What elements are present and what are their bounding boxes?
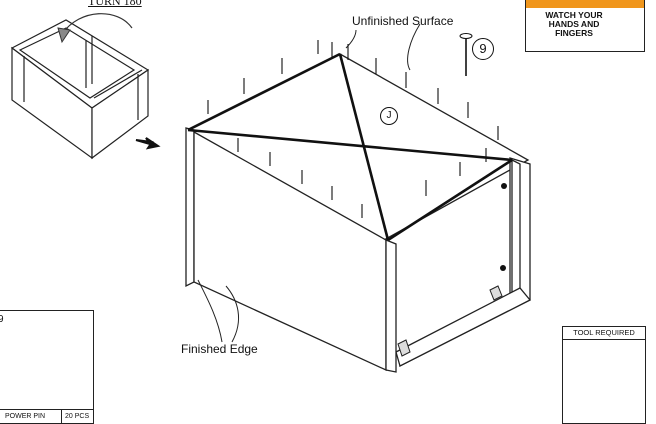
- warning-text: WATCH YOUR HANDS AND FINGERS: [545, 10, 603, 38]
- part-j-callout: J: [380, 107, 398, 125]
- finished-edge-label: Finished Edge: [181, 342, 258, 356]
- parts-number: 9: [0, 314, 4, 325]
- rotate-arrow-head-icon: [57, 27, 71, 44]
- unfinished-surface-label: Unfinished Surface: [352, 14, 454, 28]
- turn-label: TURN 180: [88, 0, 142, 8]
- diagonal-lines: [187, 52, 513, 242]
- power-pin-icon: [459, 33, 473, 76]
- bracket-icon: [397, 285, 503, 357]
- power-pins: [207, 40, 499, 218]
- warning-header: [526, 0, 644, 8]
- warning-box: WATCH YOUR HANDS AND FINGERS: [525, 0, 645, 52]
- part-9-callout: 9: [472, 38, 494, 60]
- rotate-arrow-icon: [61, 13, 133, 35]
- parts-name: POWER PIN: [5, 413, 46, 420]
- parts-box: 9 POWER PIN 20 PCS: [0, 310, 94, 424]
- tool-box: TOOL REQUIRED: [562, 326, 646, 424]
- parts-row: POWER PIN 20 PCS: [0, 409, 93, 423]
- direction-arrow-icon: [135, 137, 161, 150]
- cam-hole: [500, 265, 506, 271]
- parts-quantity: 20 PCS: [65, 413, 90, 420]
- cam-hole: [501, 183, 507, 189]
- parts-divider: [61, 410, 62, 423]
- small-cabinet-illustration: [10, 19, 150, 160]
- leader-lines: [197, 23, 421, 343]
- tool-header: TOOL REQUIRED: [563, 327, 645, 340]
